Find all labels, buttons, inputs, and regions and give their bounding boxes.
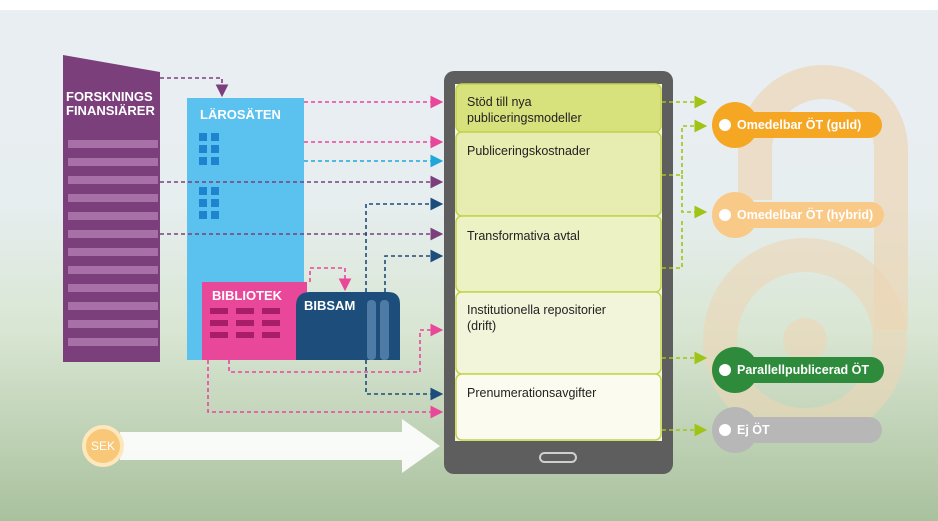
big-arrow-icon (120, 419, 440, 473)
tablet-section-repositories: Institutionella repositorier (drift) (467, 302, 606, 334)
outcome-label: Parallellpublicerad ÖT (737, 363, 869, 377)
currency-label: SEK (90, 439, 115, 453)
universities-label: LÄROSÄTEN (200, 107, 281, 122)
coin-icon (82, 425, 124, 467)
tablet-section-new-models: Stöd till nya publiceringsmodeller (467, 94, 582, 126)
outcome-label: Omedelbar ÖT (guld) (737, 118, 862, 132)
section-label-line1: Transformativa avtal (467, 229, 580, 243)
keyhole-icon (719, 209, 731, 221)
outcome-label: Ej ÖT (737, 423, 770, 437)
tablet-section-transformative-agreements: Transformativa avtal (467, 228, 580, 244)
bibsam-label: BIBSAM (304, 298, 356, 313)
section-label-line1: Institutionella repositorier (467, 303, 606, 317)
tablet-section-subscriptions: Prenumerationsavgifter (467, 385, 596, 401)
keyhole-icon (719, 364, 731, 376)
section-label-line2: (drift) (467, 319, 497, 333)
funders-label: FORSKNINGS FINANSIÄRER (66, 90, 155, 118)
section-label-line1: Stöd till nya (467, 95, 532, 109)
section-label-line1: Prenumerationsavgifter (467, 386, 597, 400)
funders-label-line1: FORSKNINGS (66, 89, 153, 104)
outcome-label: Omedelbar ÖT (hybrid) (737, 208, 874, 222)
keyhole-icon (719, 424, 731, 436)
section-label-line2: publiceringsmodeller (467, 111, 582, 125)
library-label: BIBLIOTEK (212, 288, 283, 303)
funders-label-line2: FINANSIÄRER (66, 103, 155, 118)
keyhole-icon (719, 119, 731, 131)
section-label-line1: Publiceringskostnader (467, 144, 590, 158)
tablet-section-publishing-costs: Publiceringskostnader (467, 143, 590, 159)
